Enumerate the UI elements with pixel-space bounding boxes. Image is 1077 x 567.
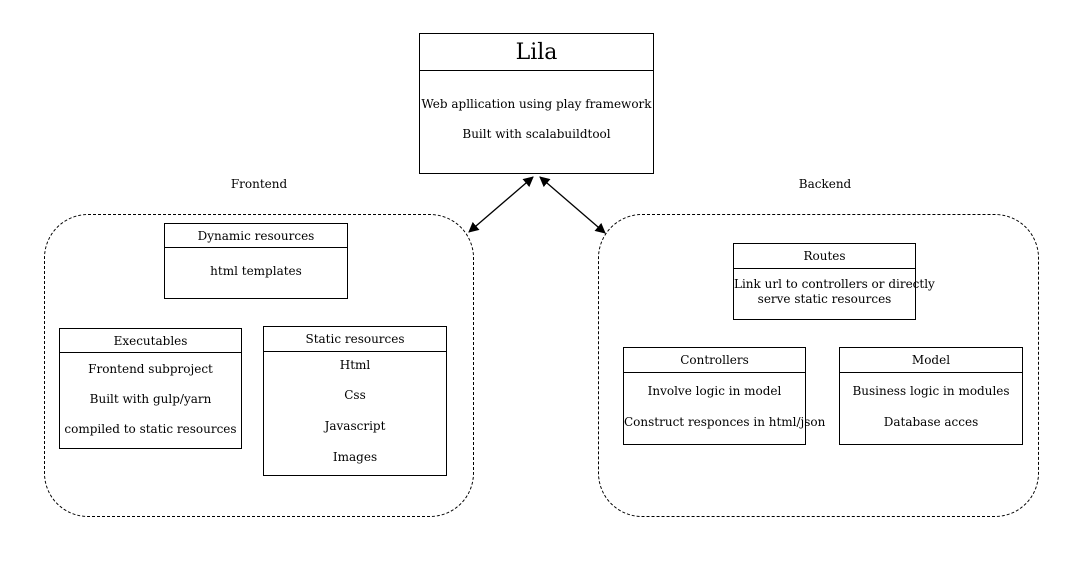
backend-container <box>598 214 1039 517</box>
lila-line-1: Web apllication using play framework <box>421 97 652 111</box>
routes-line-1: Link url to controllers or directly <box>734 277 935 291</box>
routes-title: Routes <box>734 244 915 269</box>
static-resources-line-1: Html <box>339 358 371 372</box>
arrow-lila-frontend <box>468 176 534 233</box>
lila-box: Lila Web apllication using play framewor… <box>419 33 654 174</box>
backend-label: Backend <box>798 177 852 191</box>
static-resources-line-2: Css <box>344 388 366 402</box>
controllers-line-2: Construct responces in html/json <box>624 415 826 429</box>
routes-line-2: serve static resources <box>757 292 892 306</box>
executables-box: Executables Frontend subproject Built wi… <box>59 328 242 449</box>
model-box: Model Business logic in modules Database… <box>839 347 1023 445</box>
model-line-1: Business logic in modules <box>852 384 1010 398</box>
frontend-container <box>44 214 474 517</box>
static-resources-line-4: Images <box>332 450 378 464</box>
static-resources-box: Static resources Html Css Javascript Ima… <box>263 326 447 476</box>
executables-line-3: compiled to static resources <box>64 422 237 436</box>
controllers-box: Controllers Involve logic in model Const… <box>623 347 826 445</box>
static-resources-line-3: Javascript <box>324 419 386 433</box>
controllers-title: Controllers <box>624 348 805 373</box>
executables-line-2: Built with gulp/yarn <box>89 392 212 406</box>
dynamic-resources-line-1: html templates <box>210 264 302 278</box>
frontend-label: Frontend <box>230 177 288 191</box>
static-resources-title: Static resources <box>264 327 446 352</box>
routes-box: Routes Link url to controllers or direct… <box>733 243 935 320</box>
executables-title: Executables <box>60 329 241 353</box>
model-title: Model <box>840 348 1022 373</box>
model-line-2: Database acces <box>883 415 979 429</box>
executables-line-1: Frontend subproject <box>88 362 213 376</box>
controllers-line-1: Involve logic in model <box>647 384 782 398</box>
lila-title: Lila <box>420 34 653 71</box>
lila-line-2: Built with scalabuildtool <box>462 127 611 141</box>
arrow-lila-backend <box>539 176 606 234</box>
dynamic-resources-box: Dynamic resources html templates <box>164 223 348 299</box>
dynamic-resources-title: Dynamic resources <box>165 224 347 248</box>
